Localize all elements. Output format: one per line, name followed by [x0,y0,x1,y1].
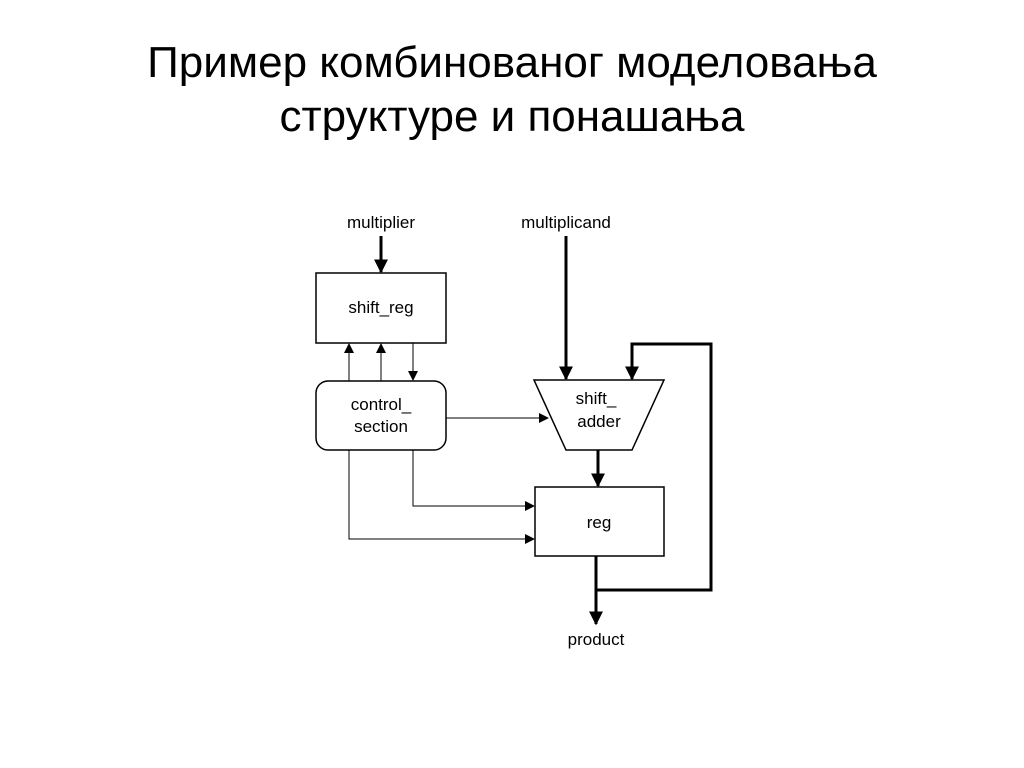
multiplicand-label: multiplicand [521,213,611,232]
product-label: product [568,630,625,649]
reg-label: reg [587,513,612,532]
slide-title: Пример комбинованог моделовања структуре… [0,36,1024,144]
slide-title-line-2: структуре и понашања [279,92,745,141]
feedback-loop-arrow [596,342,713,592]
control-to-reg-arrow-1 [412,450,535,511]
shift-adder-label-line-2: adder [577,412,621,431]
shift-adder-block [532,379,666,451]
control-section-label-line-1: control_ [351,395,412,414]
control-section-label-line-2: section [354,417,408,436]
shift-reg-label: shift_reg [348,298,413,317]
multiplier-label: multiplier [347,213,415,232]
shift-adder-label-line-1: shift_ [576,389,617,408]
control-to-reg-arrow-2 [348,450,535,544]
control-section-block [315,380,447,451]
slide-title-line-1: Пример комбинованог моделовања [147,38,877,87]
reg-block [534,486,665,557]
